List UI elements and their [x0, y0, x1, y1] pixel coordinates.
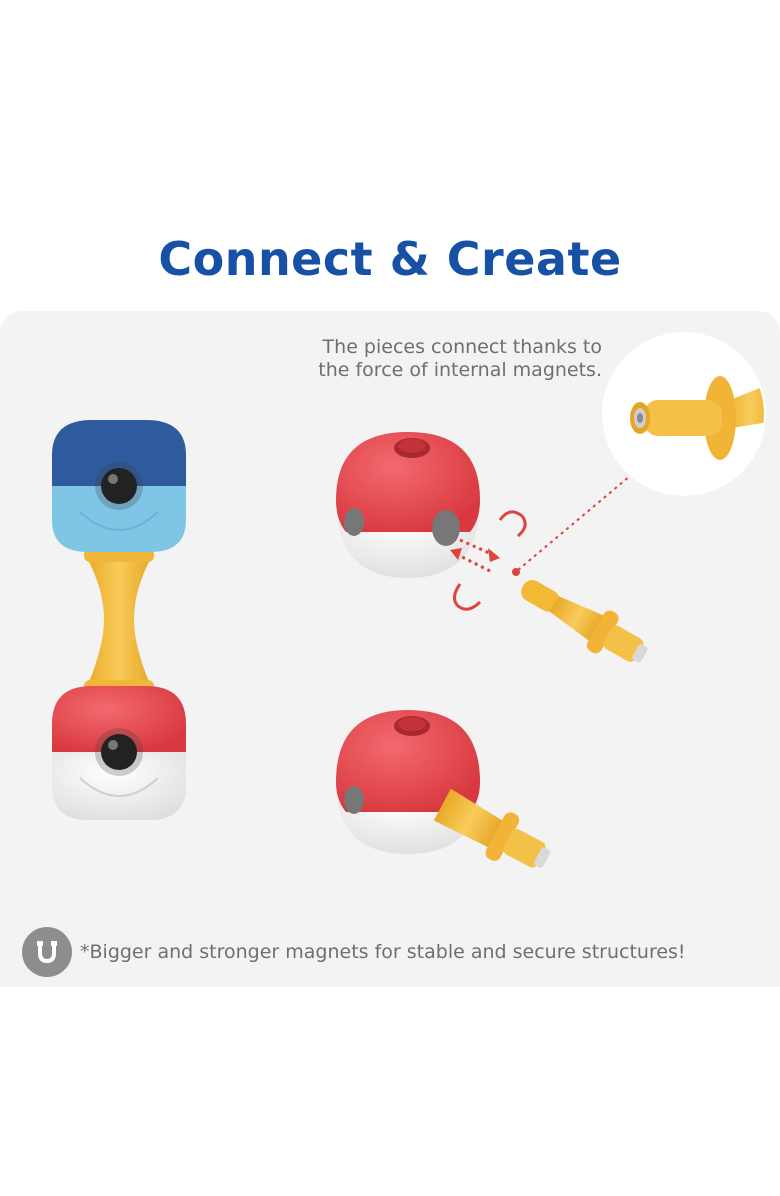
product-illustration	[52, 332, 766, 868]
page-title: Connect & Create	[158, 232, 622, 286]
magnet-caption: The pieces connect thanks to the force o…	[272, 336, 602, 382]
magnet-icon	[37, 941, 57, 964]
assembled-piece	[52, 420, 186, 820]
magnet-icon	[453, 510, 527, 611]
footer-note: *Bigger and stronger magnets for stable …	[22, 926, 686, 978]
caption-line-1: The pieces connect thanks to	[322, 336, 602, 358]
connected-ball-and-rod	[336, 710, 551, 868]
magnet-closeup	[602, 332, 766, 496]
red-ball-connector	[336, 432, 480, 578]
magnet-badge	[22, 927, 72, 977]
yellow-rod-connector	[521, 580, 648, 663]
magnet-attraction-arrows	[450, 475, 631, 611]
magnet-footnote: *Bigger and stronger magnets for stable …	[80, 941, 686, 963]
caption-line-2: the force of internal magnets.	[318, 359, 602, 381]
